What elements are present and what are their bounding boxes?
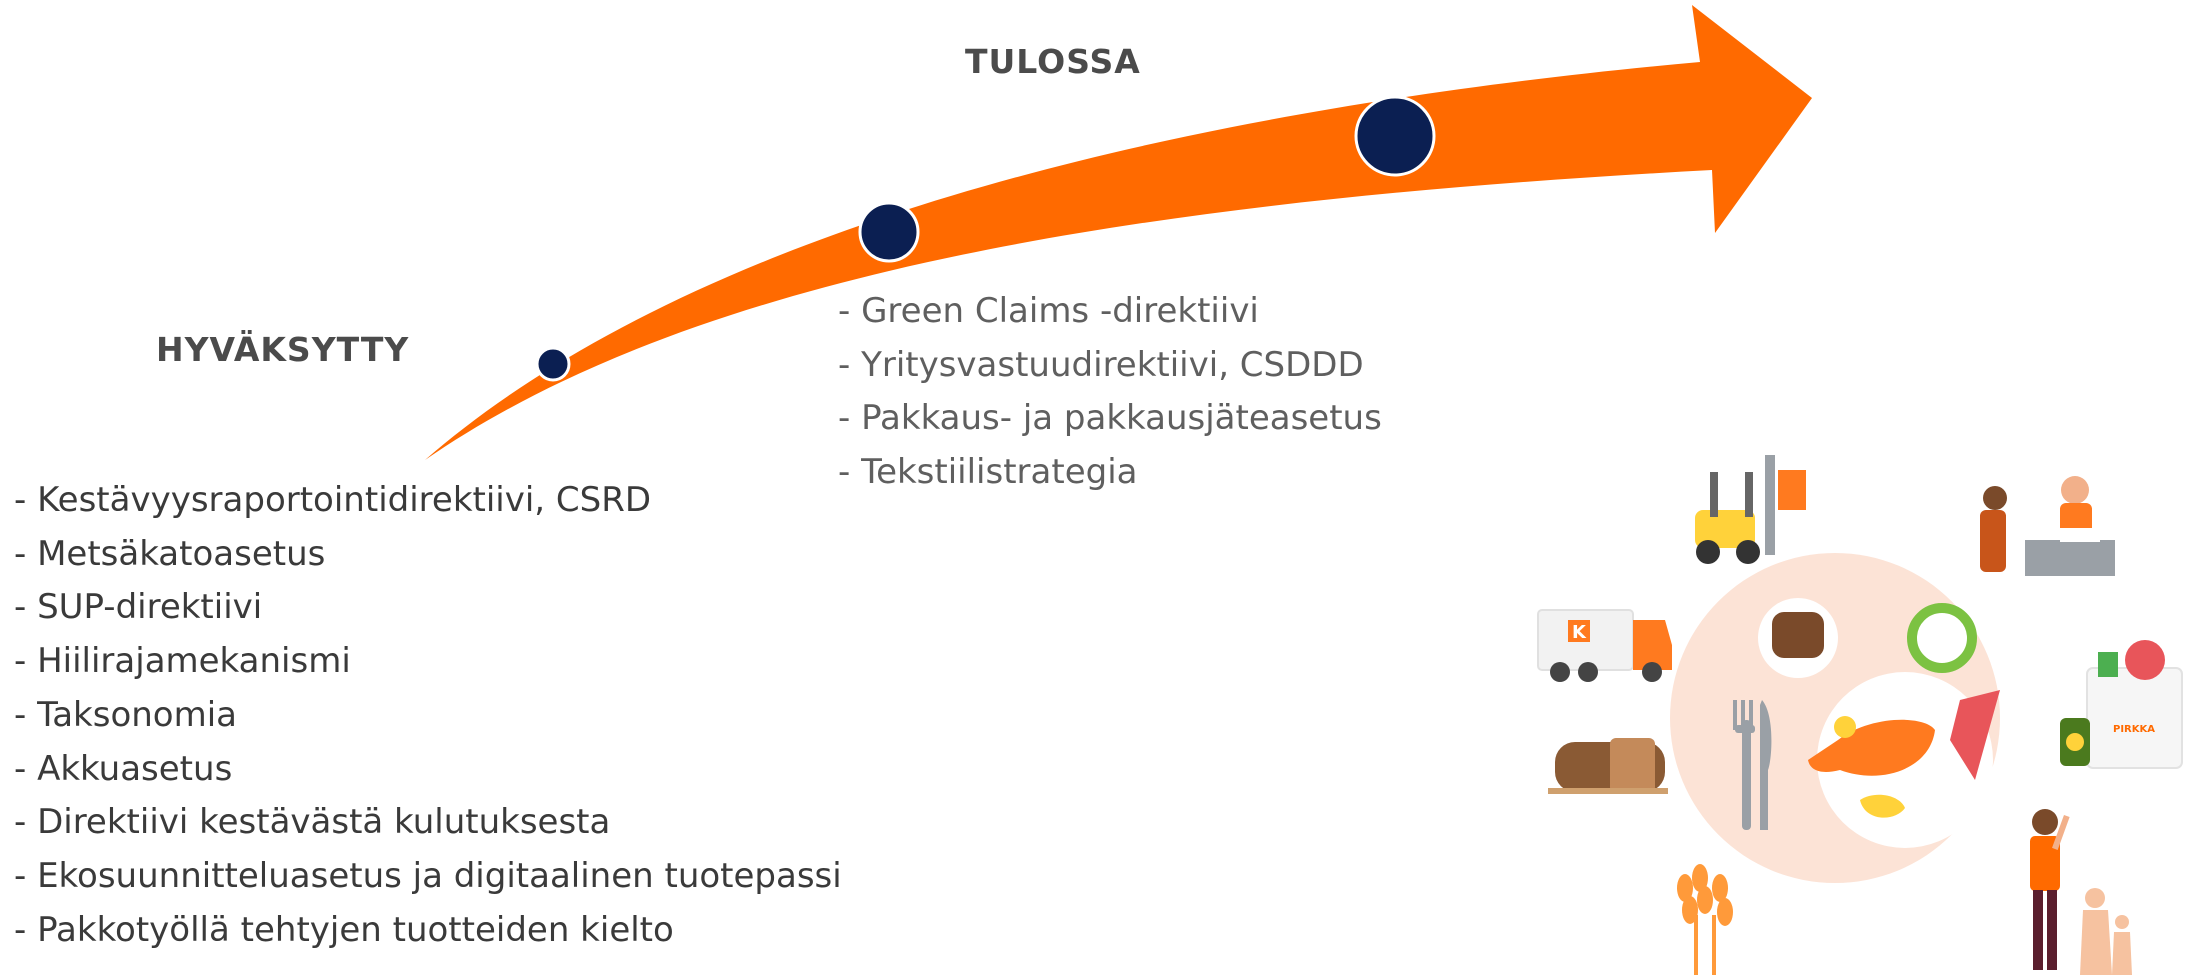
store-staff-icon — [2030, 809, 2070, 970]
upcoming-regulations-list: - Green Claims -direktiivi - Yritysvastu… — [838, 285, 1382, 500]
shopping-bag-icon: PIRKKA — [2060, 640, 2183, 769]
list-item: - Direktiivi kestävästä kulutuksesta — [14, 802, 611, 843]
bread-loaf-icon — [1548, 738, 1668, 794]
list-item: - Yritysvastuudirektiivi, CSDDD — [838, 344, 1364, 385]
list-item: - Ekosuunnitteluasetus ja digitaalinen t… — [14, 855, 842, 896]
heading-upcoming: TULOSSA — [965, 42, 1141, 81]
approved-regulations-list: - Kestävyysraportointidirektiivi, CSRD -… — [14, 474, 842, 957]
food-chain-illustration: K — [1537, 455, 2183, 975]
list-item: - Metsäkatoasetus — [14, 533, 326, 574]
bag-label: PIRKKA — [2113, 724, 2155, 735]
list-item: - Hiilirajamekanismi — [14, 641, 351, 682]
cucumber-icon — [1907, 603, 1977, 673]
customer-family-icon — [2080, 888, 2132, 975]
list-item: - Kestävyysraportointidirektiivi, CSRD — [14, 480, 652, 520]
truck-logo: K — [1572, 622, 1587, 643]
bread-slice-icon — [1772, 612, 1824, 658]
forklift-icon — [1695, 455, 1806, 564]
milestone-dot-large — [1354, 95, 1436, 177]
timeline-arrow — [425, 5, 1812, 460]
list-item: - Pakkotyöllä tehtyjen tuotteiden kielto — [14, 909, 674, 950]
napkin-icon — [1950, 690, 2000, 780]
shop-counter-icon — [1980, 476, 2115, 576]
wheat-icon — [1677, 864, 1733, 975]
list-item: - SUP-direktiivi — [14, 587, 263, 628]
delivery-truck-icon: K — [1537, 609, 1672, 682]
list-item: - Akkuasetus — [14, 748, 233, 789]
milestone-dot-medium — [858, 201, 920, 263]
milestone-dot-small — [535, 346, 571, 382]
list-item: - Taksonomia — [14, 694, 238, 735]
cutlery-icon — [1733, 700, 1772, 830]
fish-icon — [1808, 716, 1935, 818]
heading-approved: HYVÄKSYTTY — [156, 330, 410, 369]
list-item: - Green Claims -direktiivi — [838, 291, 1259, 331]
list-item: - Tekstiilistrategia — [838, 452, 1138, 493]
list-item: - Pakkaus- ja pakkausjäteasetus — [838, 398, 1382, 439]
